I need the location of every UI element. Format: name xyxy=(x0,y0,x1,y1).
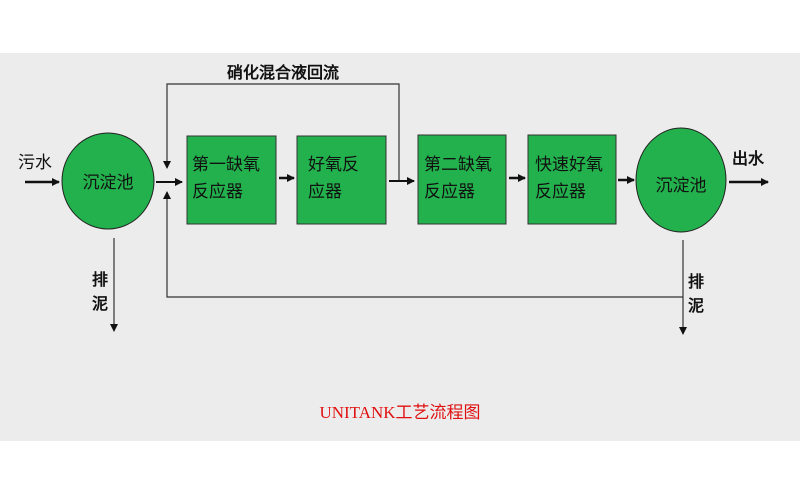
sludge-return-line xyxy=(163,191,683,298)
clarifier-left-label: 沉淀池 xyxy=(83,173,134,193)
inflow-label: 污水 xyxy=(18,153,52,173)
diagram-caption: UNITANK工艺流程图 xyxy=(319,403,480,422)
sludge-right-char-2: 泥 xyxy=(688,296,704,315)
reactor-2-line2: 应器 xyxy=(308,182,342,202)
clarifier-right-label: 沉淀池 xyxy=(656,176,707,196)
reactor-4-line2: 反应器 xyxy=(535,182,586,202)
reactor-2: 好氧反 应器 xyxy=(296,135,387,225)
sludge-right-char-1: 排 xyxy=(688,272,704,291)
reactor-1-line1: 第一缺氧 xyxy=(192,155,260,175)
outflow-label: 出水 xyxy=(732,149,765,168)
reactor-3-line1: 第二缺氧 xyxy=(424,155,492,175)
reactor-2-line1: 好氧反 xyxy=(308,155,359,175)
reactor-3-line2: 反应器 xyxy=(424,182,475,202)
reactor-1: 第一缺氧 反应器 xyxy=(186,135,277,225)
diagram-background xyxy=(0,53,800,441)
reactor-3: 第二缺氧 反应器 xyxy=(417,134,507,225)
reactor-1-line2: 反应器 xyxy=(192,182,243,202)
nitrified-recycle-line xyxy=(163,83,400,180)
clarifier-left xyxy=(61,132,155,230)
reactor-4-line1: 快速好氧 xyxy=(535,155,603,175)
recycle-label: 硝化混合液回流 xyxy=(227,63,339,82)
reactor-4: 快速好氧 反应器 xyxy=(527,134,617,225)
sludge-left-char-2: 泥 xyxy=(92,294,108,313)
sludge-left-char-1: 排 xyxy=(92,270,108,289)
clarifier-right xyxy=(635,127,727,233)
